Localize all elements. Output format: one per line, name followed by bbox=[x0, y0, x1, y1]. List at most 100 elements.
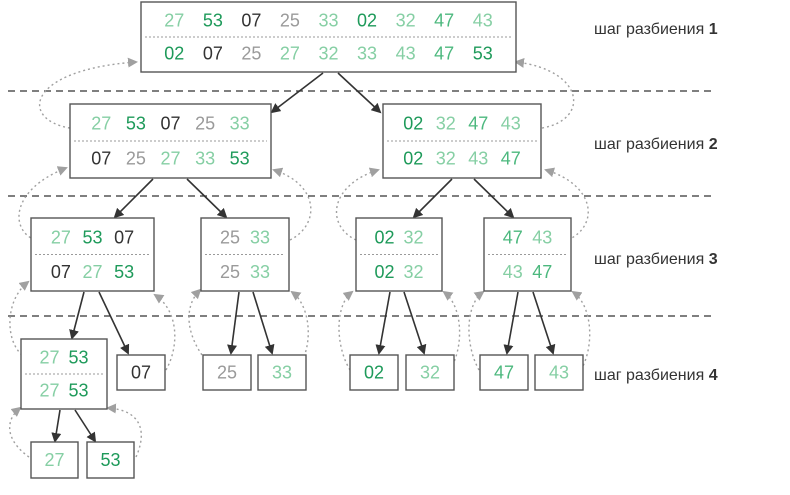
merge-arrow bbox=[514, 57, 575, 129]
unsorted-row-number: 43 bbox=[473, 11, 493, 31]
sorted-row-number: 43 bbox=[396, 44, 416, 64]
step-label-3: шаг разбиения 3 bbox=[594, 251, 718, 268]
step-label-4: шаг разбиения 4 bbox=[594, 367, 718, 384]
step-label-1: шаг разбиения 1 bbox=[594, 21, 718, 38]
merge-arrow bbox=[9, 280, 30, 356]
unsorted-row-number: 27 bbox=[51, 227, 71, 247]
unsorted-row-number: 53 bbox=[82, 227, 102, 247]
unsorted-row-number: 53 bbox=[68, 348, 88, 368]
unsorted-row-number: 07 bbox=[241, 11, 261, 31]
sorted-row-number: 33 bbox=[357, 44, 377, 64]
sorted-row-number: 53 bbox=[230, 149, 250, 169]
sorted-row-number: 32 bbox=[403, 262, 423, 282]
single-element-number: 07 bbox=[131, 363, 151, 383]
merge-arrow bbox=[544, 167, 589, 241]
merge-arrow bbox=[442, 290, 461, 371]
split-arrow bbox=[51, 409, 62, 443]
unsorted-row-number: 02 bbox=[357, 11, 377, 31]
merge-arrow bbox=[38, 57, 138, 129]
sorted-row-number: 25 bbox=[220, 262, 240, 282]
single-element-number: 25 bbox=[217, 363, 237, 383]
partition-box bbox=[349, 354, 399, 391]
sorted-row-number: 27 bbox=[160, 149, 180, 169]
sorted-row-number: 07 bbox=[203, 44, 223, 64]
sorted-row-number: 53 bbox=[114, 262, 134, 282]
merge-arrow bbox=[106, 403, 142, 458]
split-arrows bbox=[51, 72, 556, 443]
split-arrow bbox=[412, 178, 453, 219]
partition-box bbox=[355, 217, 443, 292]
unsorted-row-number: 32 bbox=[396, 11, 416, 31]
unsorted-row-number: 02 bbox=[403, 114, 423, 134]
sorted-row-number: 27 bbox=[82, 262, 102, 282]
merge-arrow bbox=[468, 290, 485, 371]
partition-box bbox=[405, 354, 455, 391]
partition-boxes: 27 53 07 25 33 02 32 47 43 02 07 25 27 32 33 43 47 53 27 53… bbox=[20, 1, 584, 479]
unsorted-row-number: 27 bbox=[164, 11, 184, 31]
partition-box bbox=[479, 354, 529, 391]
step-labels: шаг разбиения 1 шаг разбиения 2 шаг разб… bbox=[594, 21, 718, 384]
split-arrow bbox=[532, 291, 556, 355]
sorted-row-number: 47 bbox=[532, 262, 552, 282]
sorted-row-number: 07 bbox=[91, 149, 111, 169]
merge-arrow bbox=[335, 167, 380, 241]
sorted-row-number: 25 bbox=[241, 44, 261, 64]
unsorted-row-number: 53 bbox=[203, 11, 223, 31]
split-arrow bbox=[473, 178, 515, 219]
unsorted-row-number: 25 bbox=[280, 11, 300, 31]
unsorted-row-number: 25 bbox=[220, 227, 240, 247]
level-separators bbox=[8, 90, 712, 317]
unsorted-row-number: 47 bbox=[468, 114, 488, 134]
split-arrow bbox=[74, 409, 97, 443]
sorted-row-number: 43 bbox=[468, 149, 488, 169]
sorted-row-number: 43 bbox=[503, 262, 523, 282]
unsorted-row-number: 33 bbox=[230, 114, 250, 134]
unsorted-row-number: 25 bbox=[195, 114, 215, 134]
sorted-row-number: 07 bbox=[51, 262, 71, 282]
split-arrow bbox=[270, 72, 324, 114]
sorted-row-number: 02 bbox=[164, 44, 184, 64]
partition-box bbox=[30, 441, 79, 479]
sorted-row-number: 25 bbox=[126, 149, 146, 169]
sorted-row-number: 33 bbox=[195, 149, 215, 169]
sorted-row-number: 02 bbox=[403, 149, 423, 169]
split-arrow bbox=[69, 291, 85, 340]
partition-box bbox=[202, 354, 252, 391]
split-arrow bbox=[337, 72, 382, 114]
unsorted-row-number: 33 bbox=[250, 227, 270, 247]
merge-arrow bbox=[290, 290, 309, 371]
merge-arrow bbox=[338, 290, 354, 371]
unsorted-row-number: 07 bbox=[160, 114, 180, 134]
split-arrow bbox=[375, 291, 391, 355]
partition-box bbox=[382, 103, 542, 179]
split-arrow bbox=[113, 178, 154, 219]
unsorted-row-number: 43 bbox=[532, 227, 552, 247]
sorted-row-number: 53 bbox=[68, 381, 88, 401]
sorted-row-number: 32 bbox=[436, 149, 456, 169]
unsorted-row-number: 07 bbox=[114, 227, 134, 247]
split-arrow bbox=[227, 291, 240, 355]
partition-box bbox=[257, 354, 307, 391]
split-arrow bbox=[503, 291, 519, 355]
split-arrow bbox=[252, 291, 275, 355]
unsorted-row-number: 32 bbox=[403, 227, 423, 247]
partition-box bbox=[20, 338, 108, 410]
sorted-row-number: 27 bbox=[280, 44, 300, 64]
single-element-number: 32 bbox=[420, 363, 440, 383]
unsorted-row-number: 47 bbox=[434, 11, 454, 31]
single-element-number: 02 bbox=[364, 363, 384, 383]
sorted-row-number: 32 bbox=[318, 44, 338, 64]
partition-box bbox=[116, 354, 166, 391]
unsorted-row-number: 27 bbox=[91, 114, 111, 134]
split-arrow bbox=[186, 178, 228, 219]
unsorted-row-number: 27 bbox=[39, 348, 59, 368]
step-label-2: шаг разбиения 2 bbox=[594, 136, 718, 153]
single-element-number: 33 bbox=[272, 363, 292, 383]
single-element-number: 53 bbox=[100, 450, 120, 470]
sorted-row-number: 53 bbox=[473, 44, 493, 64]
split-arrow bbox=[403, 291, 427, 355]
unsorted-row-number: 43 bbox=[501, 114, 521, 134]
sorted-row-number: 47 bbox=[434, 44, 454, 64]
merge-arrow bbox=[188, 288, 203, 356]
